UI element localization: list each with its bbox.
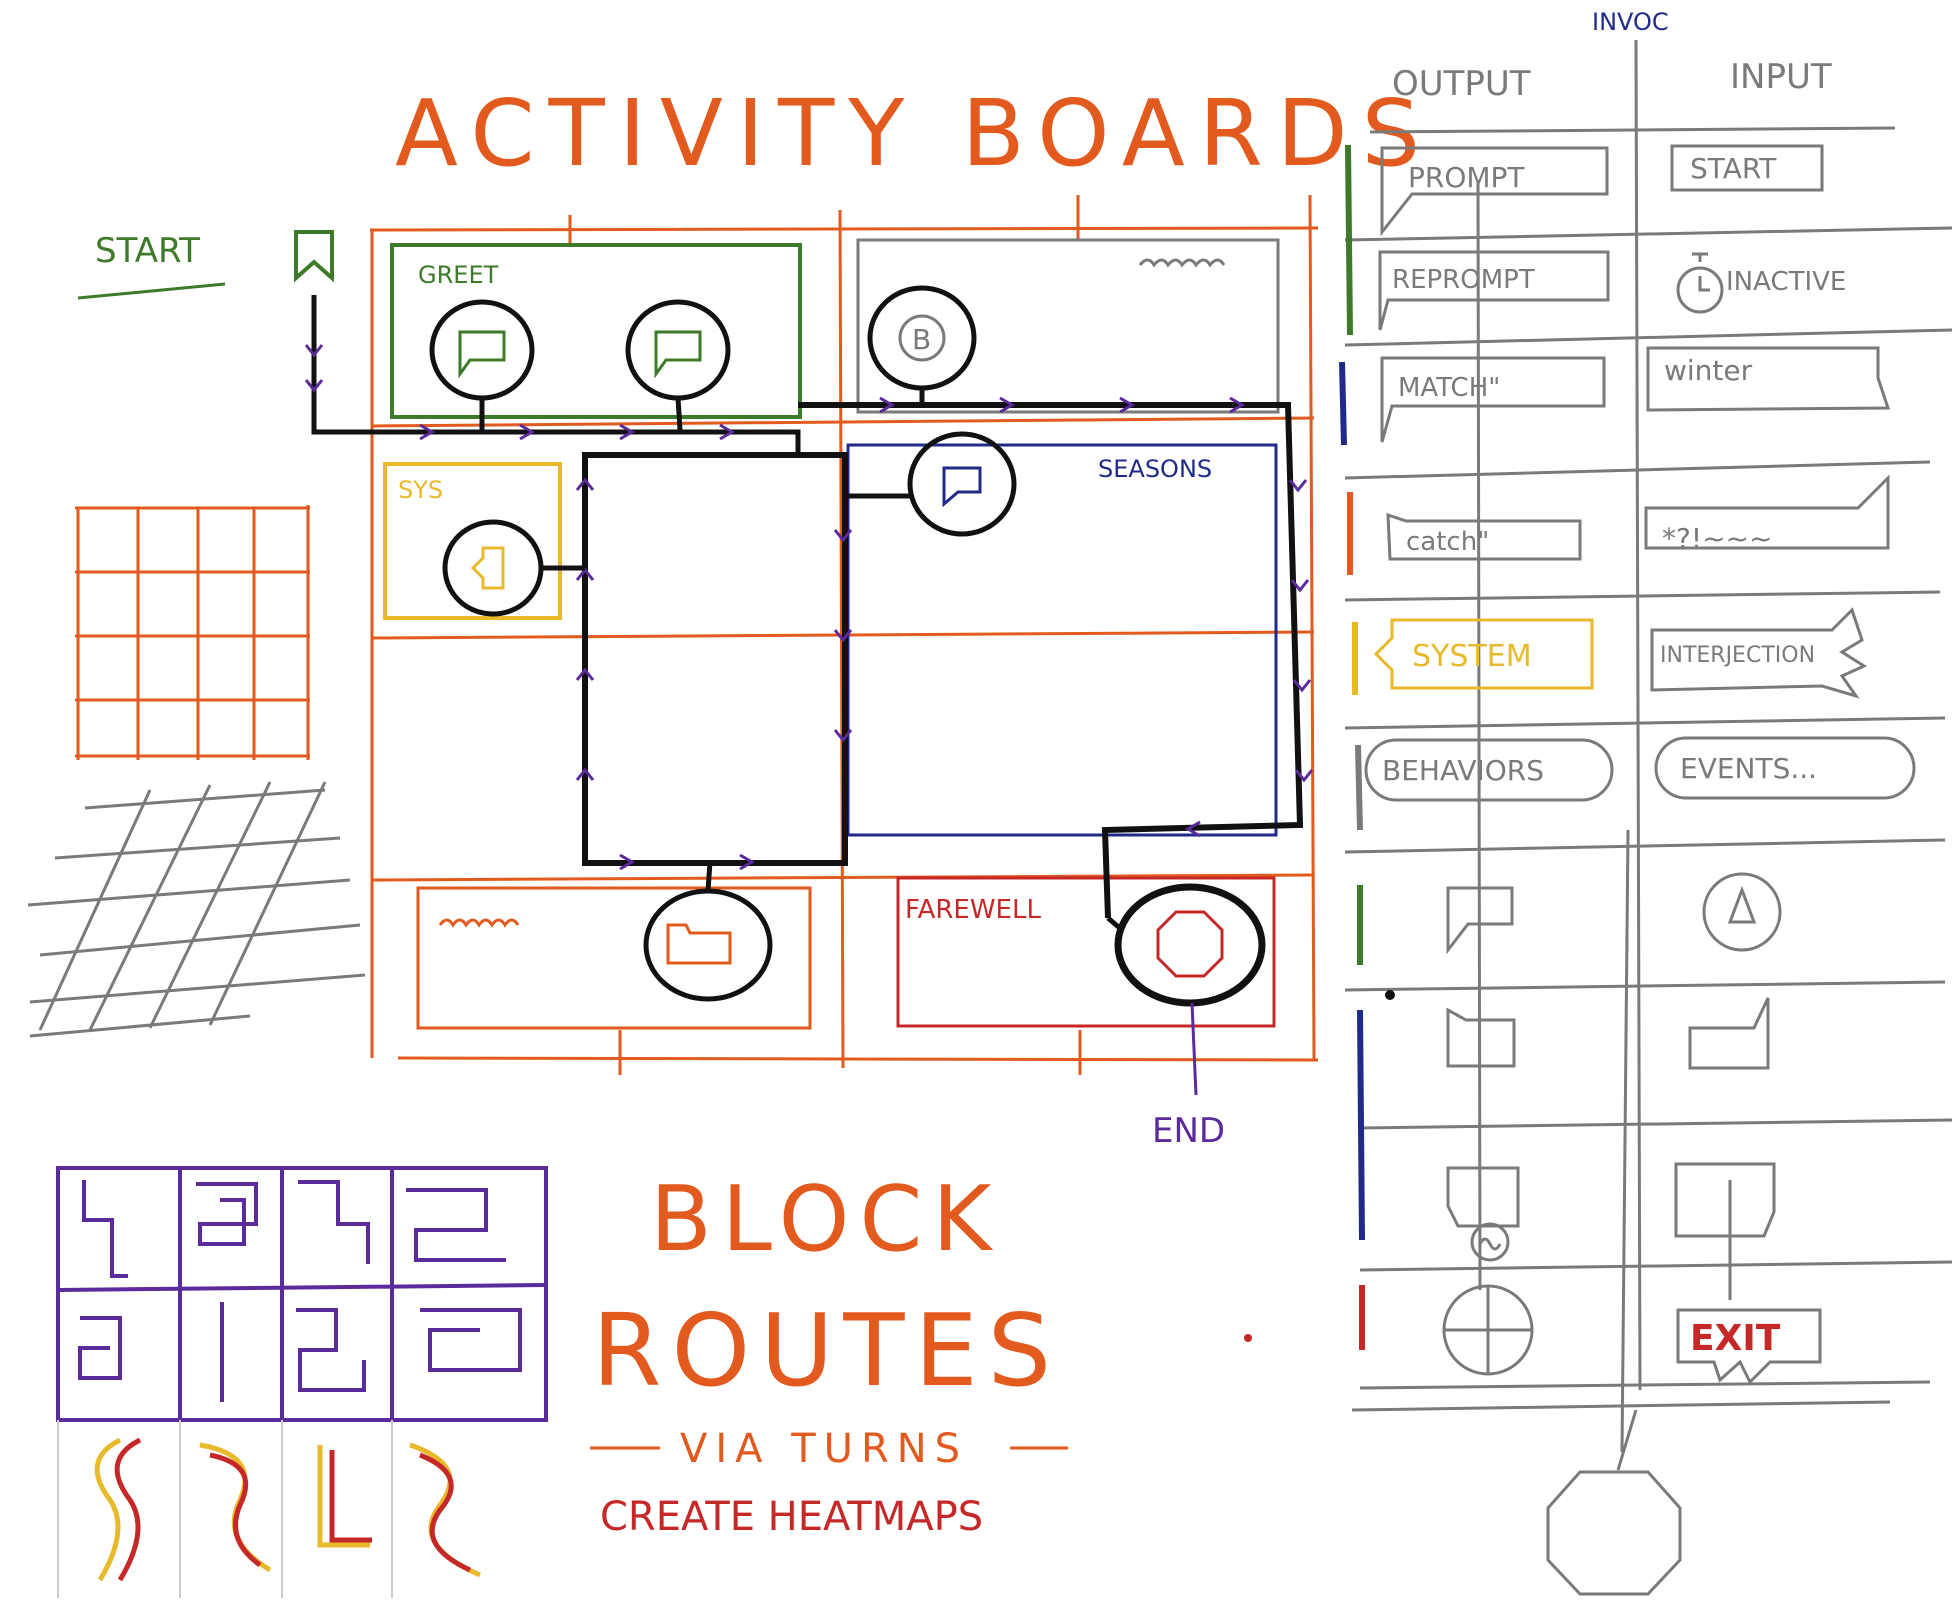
block-routes-title-line2: ROUTES: [592, 1292, 1061, 1409]
stop-octagon-icon: [1156, 910, 1224, 978]
orange-grid-sketch: [75, 505, 310, 760]
legend-row-reprompt: REPROMPT INACTIVE: [1378, 250, 1846, 331]
behaviors-label: BEHAVIORS: [1382, 754, 1544, 787]
central-route-block: [582, 452, 848, 866]
reprompt-label: REPROMPT: [1392, 265, 1535, 295]
catch-box-icon: [1386, 512, 1582, 561]
interjection-burst-icon: [1650, 607, 1868, 699]
heatmap-routes: [57, 1420, 481, 1598]
start-node-icon: [1702, 872, 1782, 952]
create-heatmaps-label: CREATE HEATMAPS: [600, 1494, 983, 1540]
prompt-node-icon: [1446, 886, 1514, 955]
farewell-block: FAREWELL: [896, 876, 1276, 1028]
system-shape-icon: [1373, 618, 1594, 690]
greet-reprompt-node: [625, 299, 731, 431]
legend-row-prompt: PROMPT START: [1380, 144, 1824, 237]
start-marker: START: [77, 230, 334, 300]
greet-block: GREET: [390, 243, 802, 419]
input-header: INPUT: [1730, 57, 1832, 97]
catch-node: [643, 861, 773, 1002]
invoc-header: INVOC: [1592, 8, 1669, 36]
match-label: MATCH": [1398, 373, 1500, 403]
legend-row-catch: catch" *?!~~~: [1386, 474, 1890, 561]
events-label: EVENTS...: [1680, 752, 1817, 785]
interjection-label: INTERJECTION: [1660, 643, 1815, 668]
prompt-bubble-icon: [1380, 146, 1609, 237]
seasons-label: SEASONS: [1098, 455, 1212, 483]
stray-dot: [1244, 1334, 1252, 1342]
unnamed-gray-block: [856, 238, 1280, 414]
legend-row-behaviors: BEHAVIORS EVENTS...: [1364, 736, 1916, 802]
bookmark-flag-icon: [294, 230, 334, 283]
sys-system-node: [442, 519, 585, 617]
system-label: SYSTEM: [1412, 639, 1532, 674]
catch-node-icon: [1446, 1166, 1520, 1228]
catch-label: catch": [1406, 527, 1489, 557]
reprompt-bubble-icon: [1378, 250, 1610, 331]
inactive-event-label: INACTIVE: [1726, 267, 1846, 297]
sys-label: SYS: [398, 476, 443, 504]
seasons-match-node: [845, 431, 1017, 537]
legend-node-shapes: [1442, 872, 1782, 1596]
activity-boards-title: ACTIVITY BOARDS: [395, 80, 1434, 187]
wildcard-node-icon: [1674, 1162, 1776, 1238]
farewell-end-node: END: [1106, 883, 1266, 1151]
block-routes-title-line1: BLOCK: [650, 1167, 1001, 1272]
match-bubble-icon: [1380, 356, 1606, 443]
output-header: OUTPUT: [1392, 64, 1531, 104]
legend-table: INVOC OUTPUT INPUT: [1339, 8, 1952, 1596]
timer-icon: [1676, 266, 1724, 314]
exit-label: EXIT: [1690, 1318, 1781, 1359]
winter-label: winter: [1664, 354, 1753, 387]
block-routes-grid: [56, 1166, 548, 1422]
wildcard-label: *?!~~~: [1662, 522, 1772, 555]
behavior-icon: [898, 314, 946, 362]
end-label: END: [1152, 1111, 1225, 1151]
exit-burst-icon: [1676, 1308, 1822, 1385]
greet-prompt-node: [429, 299, 535, 432]
via-turns-subtitle: VIA TURNS: [590, 1426, 1068, 1472]
match-flag-icon: [942, 466, 982, 508]
start-route-line: [311, 295, 801, 455]
legend-category-bars: [1339, 144, 1365, 1350]
route-direction-arrows: [304, 344, 1314, 871]
start-event-box: [1670, 144, 1824, 192]
squiggle-text-icon: [438, 918, 520, 928]
reprompt-node-icon: [1446, 1007, 1516, 1068]
sys-block: SYS: [383, 462, 562, 620]
system-icon: [470, 546, 505, 590]
end-octagon-icon: [1546, 1470, 1682, 1596]
via-turns-label: VIA TURNS: [680, 1426, 968, 1472]
start-label: START: [95, 231, 200, 271]
prompt-bubble-icon: [458, 330, 506, 379]
farewell-label: FAREWELL: [905, 895, 1041, 925]
seasons-route-outline: [798, 402, 1304, 919]
prompt-label: PROMPT: [1408, 161, 1525, 194]
interjection-bubble-icon: [1644, 474, 1890, 550]
legend-row-system: SYSTEM INTERJECTION: [1373, 607, 1868, 699]
behavior-letter: B: [912, 323, 931, 356]
prompt-bubble-icon: [654, 330, 702, 379]
catch-icon: [666, 923, 732, 965]
gray-perspective-grid-sketch: [27, 781, 366, 1038]
behaviors-pill-icon: [1364, 738, 1614, 802]
interjection-node-icon: [1688, 997, 1770, 1070]
behavior-b-node: B: [867, 285, 977, 405]
exit-burst: EXIT: [1676, 1308, 1822, 1385]
events-pill-icon: [1654, 736, 1916, 800]
winter-bubble-icon: [1646, 346, 1891, 412]
greet-label: GREET: [418, 261, 499, 289]
behavior-node-icon: [1470, 1222, 1510, 1262]
unnamed-orange-block: [416, 886, 812, 1030]
start-event-label: START: [1690, 152, 1777, 185]
legend-row-match: MATCH" winter: [1380, 346, 1891, 443]
squiggle-text-icon: [1138, 258, 1226, 268]
